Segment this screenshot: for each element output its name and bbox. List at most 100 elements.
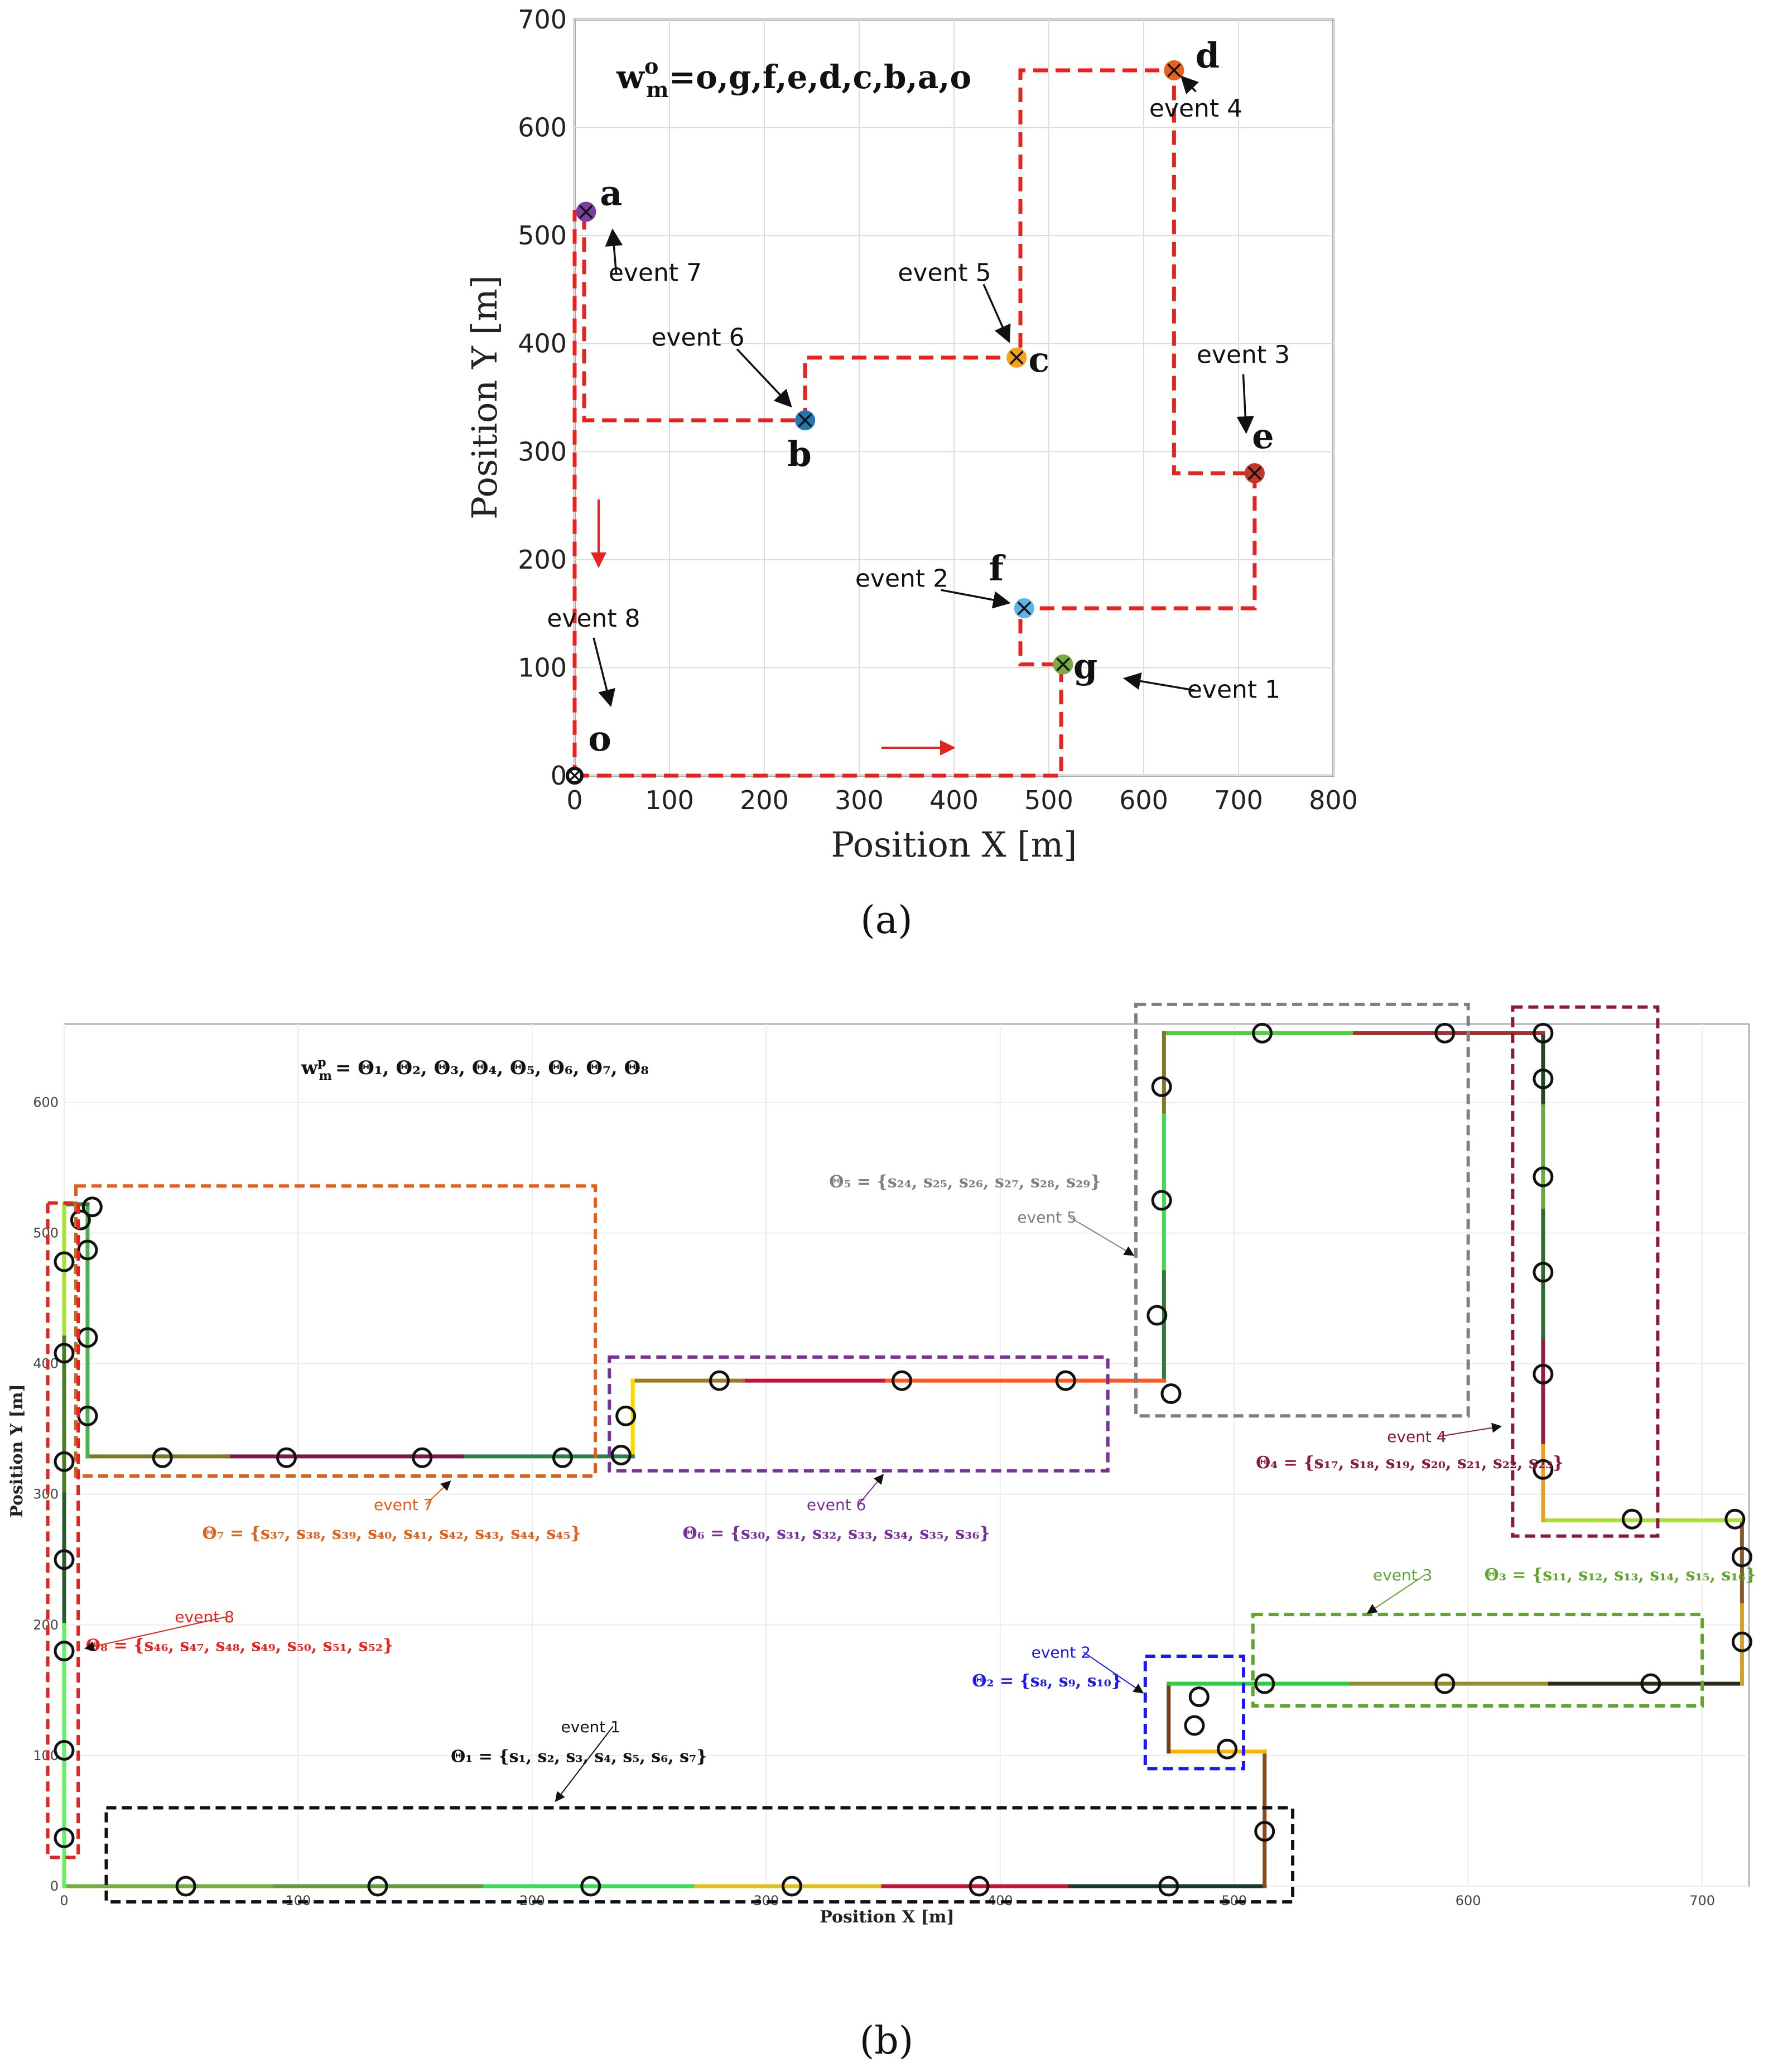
waypoint-cross: [567, 768, 582, 783]
group-theta-label: Θ₆ = {s₃₀, s₃₁, s₃₂, s₃₃, s₃₄, s₃₅, s₃₆}: [682, 1523, 990, 1543]
sample-circle: [615, 1405, 637, 1426]
sample-circle: [781, 1876, 802, 1897]
sample-circle: [1160, 1383, 1182, 1404]
group-event-label: event 1: [561, 1718, 620, 1736]
group-event-label: event 4: [1387, 1427, 1446, 1446]
y-tick-label: 500: [518, 220, 567, 251]
panel-a-direction-arrows: [591, 499, 956, 756]
group-box: [1143, 1655, 1245, 1771]
y-tick-label: 400: [33, 1356, 59, 1372]
sample-circle: [81, 1196, 103, 1218]
group-event-arrow: [1083, 1651, 1144, 1694]
waypoint-label: d: [1196, 35, 1220, 76]
sample-circle: [54, 1251, 75, 1272]
group-event-arrow: [858, 1474, 884, 1505]
sample-circle: [1724, 1508, 1746, 1530]
y-tick-label: 300: [33, 1487, 59, 1502]
group-theta-label: Θ₃ = {s₁₁, s₁₂, s₁₃, s₁₄, s₁₅, s₁₆}: [1485, 1565, 1756, 1585]
y-tick-label: 300: [518, 436, 567, 467]
panel-b-sample-circles: [54, 1022, 1752, 1897]
sample-circle: [552, 1447, 573, 1468]
sample-circle: [1184, 1715, 1205, 1736]
group-event-arrow: [1439, 1422, 1502, 1438]
event-arrow: [1180, 75, 1199, 94]
sample-circle: [54, 1641, 75, 1662]
sample-circle: [1217, 1738, 1238, 1759]
sample-circle: [1731, 1631, 1752, 1652]
x-tick-label: 600: [1119, 785, 1168, 815]
group-event-arrow: [84, 1616, 227, 1652]
sample-circle: [54, 1827, 75, 1848]
sample-circle: [709, 1370, 730, 1391]
panel-a-ylabel: Position Y [m]: [464, 275, 505, 520]
sample-circle: [70, 1209, 91, 1230]
sample-circle: [175, 1876, 196, 1897]
group-event-label: event 2: [1032, 1643, 1091, 1661]
sample-circle: [77, 1239, 98, 1261]
event-arrow: [592, 637, 615, 708]
sample-circle: [412, 1447, 433, 1468]
group-theta-label: Θ₅ = {s₂₄, s₂₅, s₂₆, s₂₇, s₂₈, s₂₉}: [829, 1172, 1101, 1192]
group-box: [1134, 1002, 1470, 1418]
waypoint-label: e: [1252, 416, 1274, 456]
sample-circle: [1434, 1022, 1456, 1044]
event-annotation: event 5: [898, 258, 991, 287]
sample-circle: [1151, 1190, 1172, 1211]
event-arrow: [1236, 374, 1254, 434]
y-tick-label: 200: [33, 1617, 59, 1633]
group-event-arrow: [1366, 1574, 1425, 1614]
y-tick-label: 0: [551, 761, 567, 791]
event-annotation: event 4: [1149, 94, 1242, 123]
sample-circle: [1533, 1363, 1554, 1384]
x-tick-label: 400: [929, 785, 979, 815]
x-tick-label: 200: [740, 785, 789, 815]
group-box: [74, 1184, 598, 1478]
x-tick-label: 700: [1689, 1893, 1715, 1908]
group-event-label: event 7: [374, 1496, 433, 1514]
sample-circle: [1533, 1068, 1554, 1089]
y-tick-label: 200: [518, 545, 567, 575]
group-event-arrow: [425, 1480, 451, 1505]
sample-circle: [276, 1447, 297, 1468]
group-theta-label: Θ₂ = {s₈, s₉, s₁₀}: [972, 1671, 1122, 1691]
sample-circle: [1731, 1546, 1752, 1568]
panel-b-route-segments: [62, 1031, 1744, 1888]
event-annotation: event 2: [855, 564, 948, 593]
panel-b-xlabel: Position X [m]: [820, 1907, 954, 1927]
panel-a-label: (a): [860, 898, 913, 943]
panel-a-xlabel: Position X [m]: [831, 824, 1077, 865]
event-annotation: event 3: [1197, 341, 1290, 369]
panel-b-groups: event 1Θ₁ = {s₁, s₂, s₃, s₄, s₅, s₆, s₇}…: [46, 1002, 1756, 1904]
waypoint-label: g: [1073, 646, 1097, 687]
sample-circle: [367, 1876, 388, 1897]
y-tick-label: 400: [518, 329, 567, 359]
waypoint-cross: [1167, 63, 1181, 78]
panel-b-grid: [64, 1024, 1749, 1887]
waypoint-label: b: [787, 434, 811, 474]
waypoint-label: c: [1028, 339, 1049, 380]
group-box: [608, 1355, 1110, 1473]
event-annotation: event 1: [1187, 676, 1280, 704]
sample-circle: [54, 1343, 75, 1364]
event-annotation: event 6: [651, 324, 744, 352]
panel-a-annotations: event 1 event 2 event 3 event 4 event 5 event…: [547, 75, 1290, 708]
event-annotation: event 8: [547, 604, 640, 633]
x-tick-label: 500: [1024, 785, 1073, 815]
group-event-label: event 3: [1373, 1566, 1432, 1584]
x-tick-label: 600: [1456, 1893, 1481, 1908]
event-arrow: [982, 283, 1011, 343]
sample-circle: [1146, 1305, 1168, 1326]
group-theta-label: Θ₈ = {s₄₆, s₄₇, s₄₈, s₄₉, s₅₀, s₅₁, s₅₂}: [86, 1636, 393, 1656]
group-box: [1251, 1613, 1704, 1708]
y-tick-label: 600: [518, 113, 567, 143]
y-tick-label: 0: [50, 1878, 59, 1894]
waypoint-cross: [1017, 601, 1032, 616]
sample-circle: [1533, 1166, 1554, 1188]
sample-circle: [1621, 1508, 1642, 1530]
